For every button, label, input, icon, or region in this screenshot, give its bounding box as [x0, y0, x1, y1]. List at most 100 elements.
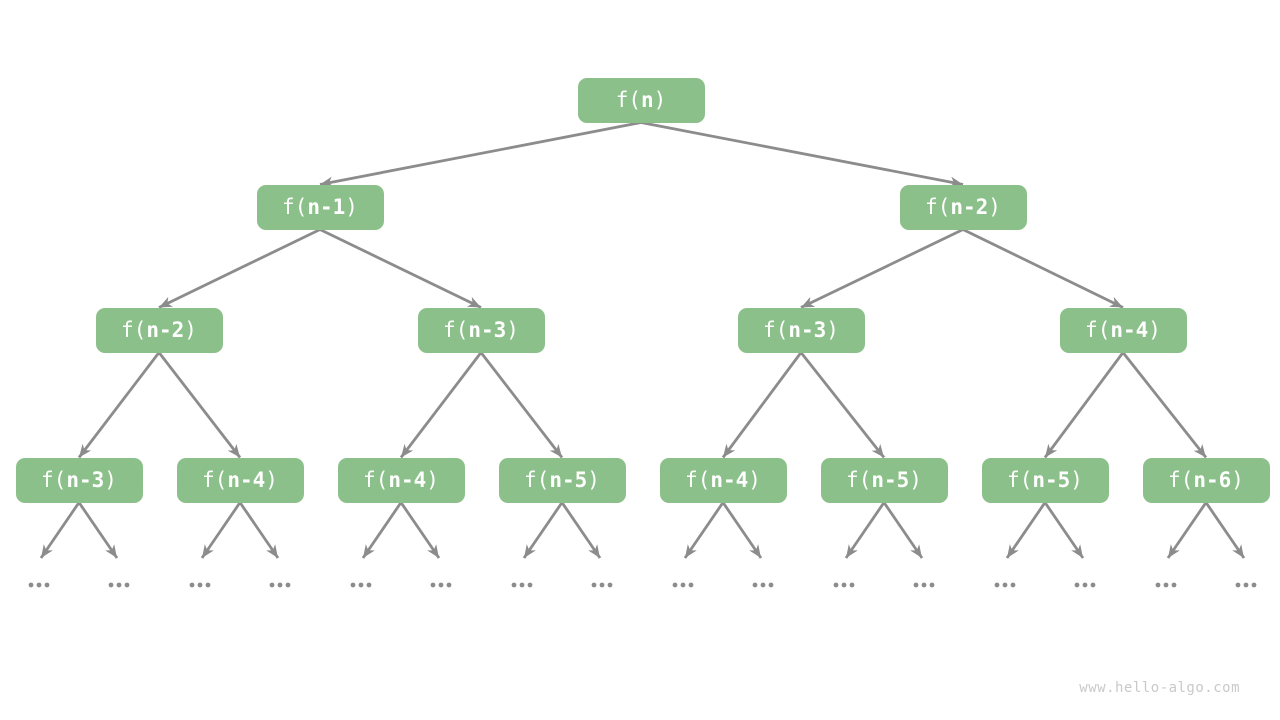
ellipsis-dot — [833, 582, 839, 588]
node-label-post: ) — [1148, 318, 1161, 342]
ellipsis-dot — [921, 582, 927, 588]
ellipsis-dot — [511, 582, 517, 588]
edge-arrow — [799, 351, 886, 459]
node-label-pre: f( — [685, 468, 711, 492]
ellipsis-dot — [760, 582, 766, 588]
node-label-pre: f( — [41, 468, 67, 492]
edge-arrow — [721, 351, 803, 459]
edge-arrow — [39, 501, 81, 559]
edge-arrow — [522, 501, 564, 559]
tree-node-fn-4: f(n-4) — [337, 457, 465, 503]
ellipsis-dot — [672, 582, 678, 588]
node-label-arg: n-4 — [227, 468, 266, 492]
ellipsis-dot — [285, 582, 291, 588]
tree-node-fn-1: f(n-1) — [256, 184, 384, 230]
ellipsis-dot — [1010, 582, 1016, 588]
node-label-arg: n-1 — [307, 195, 346, 219]
node-label-arg: n-4 — [1110, 318, 1149, 342]
ellipsis-dot — [913, 582, 919, 588]
ellipsis-dot — [1251, 582, 1257, 588]
node-label-arg: n-4 — [710, 468, 749, 492]
ellipsis-dots — [672, 582, 694, 588]
node-label-pre: f( — [615, 88, 641, 112]
ellipsis-dots — [1074, 582, 1096, 588]
ellipsis-dot — [849, 582, 855, 588]
node-label-arg: n-2 — [146, 318, 185, 342]
ellipsis-dot — [446, 582, 452, 588]
tree-node-fn-2: f(n-2) — [899, 184, 1027, 230]
ellipsis-dots — [269, 582, 291, 588]
ellipsis-dots — [108, 582, 130, 588]
ellipsis-dot — [1155, 582, 1161, 588]
ellipsis-dot — [994, 582, 1000, 588]
edge-arrow — [1166, 501, 1208, 559]
ellipsis-dot — [688, 582, 694, 588]
edge-arrow — [721, 501, 763, 559]
node-label-arg: n-3 — [788, 318, 827, 342]
edge-arrow — [1005, 501, 1047, 559]
ellipsis-dot — [841, 582, 847, 588]
node-label-post: ) — [587, 468, 600, 492]
edge-arrow — [399, 501, 441, 559]
ellipsis-dots — [189, 582, 211, 588]
ellipsis-dots — [430, 582, 452, 588]
ellipsis-dot — [1163, 582, 1169, 588]
ellipsis-dot — [108, 582, 114, 588]
ellipsis-dot — [768, 582, 774, 588]
tree-node-fn-2: f(n-2) — [95, 307, 223, 353]
node-label-pre: f( — [121, 318, 147, 342]
node-label-arg: n-3 — [66, 468, 105, 492]
watermark-text: www.hello-algo.com — [1079, 680, 1240, 696]
ellipsis-dots — [913, 582, 935, 588]
ellipsis-dot — [591, 582, 597, 588]
edge-arrow — [200, 501, 242, 559]
ellipsis-dot — [680, 582, 686, 588]
node-label-post: ) — [909, 468, 922, 492]
ellipsis-dot — [189, 582, 195, 588]
edge-arrow — [1121, 351, 1208, 459]
node-label-post: ) — [506, 318, 519, 342]
node-label-post: ) — [184, 318, 197, 342]
edge-arrow — [238, 501, 280, 559]
ellipsis-dot — [1090, 582, 1096, 588]
ellipsis-dot — [36, 582, 42, 588]
node-label-post: ) — [1231, 468, 1244, 492]
ellipsis-dots — [511, 582, 533, 588]
ellipsis-dot — [28, 582, 34, 588]
node-label-post: ) — [104, 468, 117, 492]
ellipsis-dot — [752, 582, 758, 588]
tree-node-fn-4: f(n-4) — [176, 457, 304, 503]
ellipsis-dots — [1155, 582, 1177, 588]
node-label-pre: f( — [925, 195, 951, 219]
tree-node-fn: f(n) — [577, 77, 705, 123]
ellipsis-dot — [438, 582, 444, 588]
ellipsis-dots — [28, 582, 50, 588]
ellipsis-dot — [124, 582, 130, 588]
ellipsis-dot — [430, 582, 436, 588]
ellipsis-dots — [350, 582, 372, 588]
ellipsis-dots — [1235, 582, 1257, 588]
edge-arrow — [319, 121, 642, 188]
ellipsis-dot — [1082, 582, 1088, 588]
edge-arrow — [158, 228, 321, 309]
ellipsis-dot — [44, 582, 50, 588]
edge-arrow — [683, 501, 725, 559]
edge-arrow — [319, 228, 482, 309]
tree-node-fn-5: f(n-5) — [981, 457, 1109, 503]
edge-arrow — [844, 501, 886, 559]
edge-arrow — [640, 121, 964, 188]
edge-arrow — [560, 501, 602, 559]
node-label-pre: f( — [524, 468, 550, 492]
node-label-post: ) — [988, 195, 1001, 219]
node-label-arg: n-5 — [1032, 468, 1071, 492]
node-label-pre: f( — [846, 468, 872, 492]
node-label-post: ) — [1070, 468, 1083, 492]
ellipsis-dot — [1171, 582, 1177, 588]
edge-arrow — [479, 351, 564, 459]
node-label-pre: f( — [1007, 468, 1033, 492]
edge-arrow — [800, 228, 964, 309]
node-label-pre: f( — [363, 468, 389, 492]
ellipsis-dot — [1243, 582, 1249, 588]
node-label-arg: n — [640, 88, 654, 112]
